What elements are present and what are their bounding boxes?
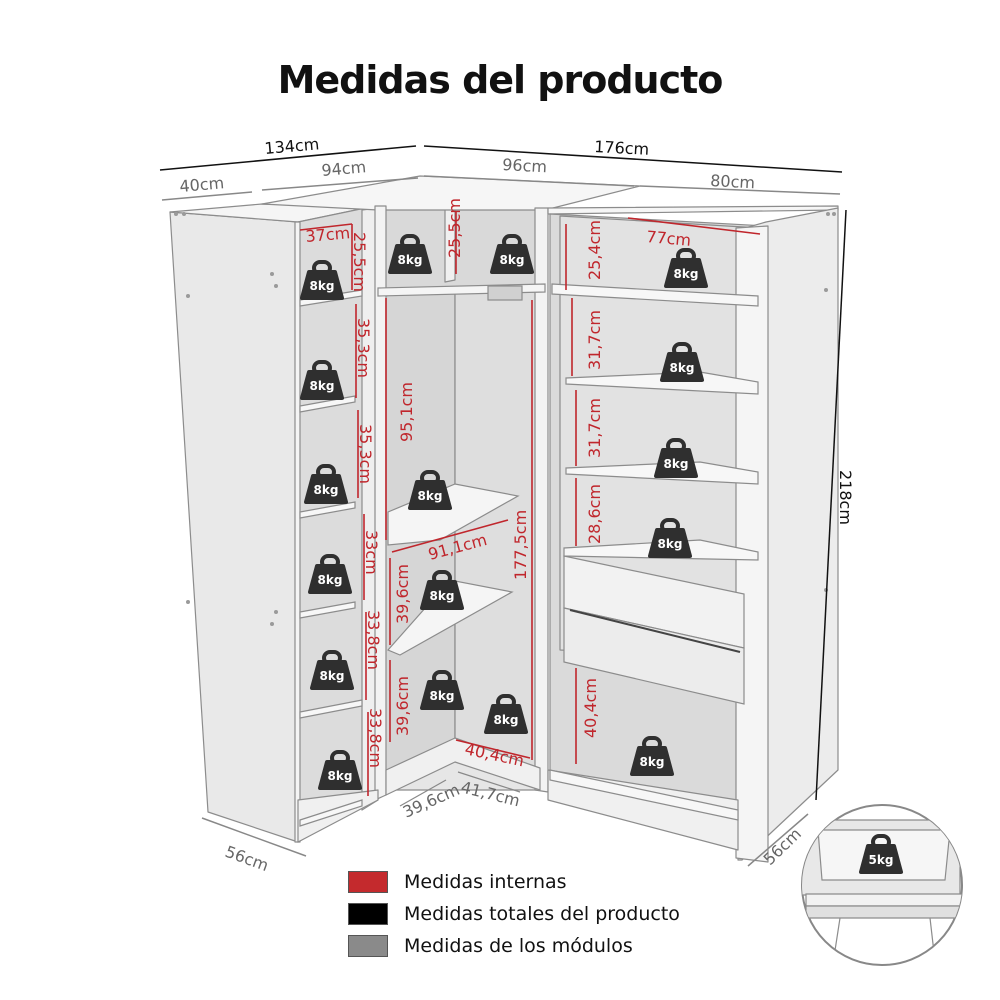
- weight-icon: 8kg: [660, 342, 704, 382]
- weight-icon: 8kg: [654, 438, 698, 478]
- weight-icon: 8kg: [408, 470, 452, 510]
- corner-h1-label: 39,6cm: [393, 564, 412, 624]
- drawers: [563, 555, 745, 705]
- legend-swatch-black: [348, 903, 388, 925]
- svg-text:8kg: 8kg: [320, 669, 345, 683]
- svg-text:8kg: 8kg: [658, 537, 683, 551]
- right-shelf-width-label: 77cm: [646, 227, 692, 250]
- legend-label: Medidas totales del producto: [404, 903, 680, 925]
- svg-text:5kg: 5kg: [869, 853, 894, 867]
- weight-icon: 8kg: [300, 360, 344, 400]
- svg-text:8kg: 8kg: [664, 457, 689, 471]
- left-top-height-label: 25,5cm: [350, 232, 369, 292]
- weight-icon: 8kg: [490, 234, 534, 274]
- weight-icon: 8kg: [630, 736, 674, 776]
- weight-icon: 8kg: [484, 694, 528, 734]
- right-h2-label: 31,7cm: [585, 310, 604, 370]
- weight-icons: 8kg 8kg 8kg 8kg 8kg 8kg 8kg 8kg 8kg 8kg …: [300, 234, 708, 790]
- weight-icon: 8kg: [318, 750, 362, 790]
- weight-icon: 8kg: [420, 570, 464, 610]
- module-left-main-label: 94cm: [321, 157, 367, 180]
- weight-icon: 8kg: [388, 234, 432, 274]
- measure-lines: [399, 771, 521, 807]
- svg-text:8kg: 8kg: [314, 483, 339, 497]
- legend-item-total: Medidas totales del producto: [348, 898, 680, 930]
- right-h5-label: 40,4cm: [581, 678, 600, 738]
- left-h1-label: 35,3cm: [354, 318, 373, 378]
- legend-label: Medidas de los módulos: [404, 935, 633, 957]
- svg-text:8kg: 8kg: [418, 489, 443, 503]
- corner-h2-label: 39,6cm: [393, 676, 412, 736]
- left-h4-label: 33,8cm: [364, 610, 383, 670]
- drawer-detail-lens: 5kg: [801, 804, 963, 966]
- depth-left-label: 56cm: [223, 842, 272, 875]
- weight-icon: 8kg: [664, 248, 708, 288]
- svg-text:8kg: 8kg: [430, 689, 455, 703]
- svg-text:8kg: 8kg: [310, 379, 335, 393]
- left-h3-label: 33cm: [362, 530, 381, 575]
- dimension-lines: [159, 145, 847, 867]
- page-title: Medidas del producto: [277, 58, 724, 102]
- svg-text:8kg: 8kg: [430, 589, 455, 603]
- internal-dimension-lines: [299, 212, 761, 796]
- total-left-width-label: 134cm: [264, 134, 320, 158]
- svg-text:8kg: 8kg: [674, 267, 699, 281]
- legend-label: Medidas internas: [404, 871, 567, 893]
- drawer-weight-icon: 5kg: [859, 834, 903, 874]
- total-height-label: 218cm: [836, 470, 855, 525]
- legend-item-internal: Medidas internas: [348, 866, 680, 898]
- svg-text:8kg: 8kg: [398, 253, 423, 267]
- right-h3-label: 31,7cm: [585, 398, 604, 458]
- left-h2-label: 35,3cm: [356, 424, 375, 484]
- legend-item-modules: Medidas de los módulos: [348, 930, 680, 962]
- legend-swatch-red: [348, 871, 388, 893]
- weight-icon: 8kg: [308, 554, 352, 594]
- corner-total-height-label: 177,5cm: [511, 510, 530, 580]
- corner-top-height-label: 25,5cm: [445, 198, 464, 258]
- svg-text:8kg: 8kg: [328, 769, 353, 783]
- weight-icon: 8kg: [300, 260, 344, 300]
- svg-text:8kg: 8kg: [670, 361, 695, 375]
- svg-text:8kg: 8kg: [640, 755, 665, 769]
- module-right-label: 80cm: [710, 171, 756, 192]
- corner-shelves: [377, 283, 546, 656]
- weight-icon: 8kg: [648, 518, 692, 558]
- module-left-end-label: 40cm: [179, 173, 225, 196]
- dimension-labels: 134cm 176cm 218cm 56cm 56cm 40cm 94cm 96…: [179, 134, 855, 875]
- legend-swatch-gray: [348, 935, 388, 957]
- left-shelf-width-label: 37cm: [305, 223, 351, 246]
- legend: Medidas internas Medidas totales del pro…: [348, 866, 680, 962]
- right-h1-label: 25,4cm: [585, 220, 604, 280]
- corner-hang-height-label: 95,1cm: [397, 382, 416, 442]
- svg-text:8kg: 8kg: [500, 253, 525, 267]
- weight-icon: 8kg: [420, 670, 464, 710]
- svg-text:8kg: 8kg: [318, 573, 343, 587]
- module-corner-label: 96cm: [502, 155, 548, 176]
- total-right-width-label: 176cm: [594, 137, 650, 159]
- weight-icon: 8kg: [304, 464, 348, 504]
- right-h4-label: 28,6cm: [585, 484, 604, 544]
- svg-text:8kg: 8kg: [494, 713, 519, 727]
- left-h5-label: 33,8cm: [366, 708, 385, 768]
- svg-text:8kg: 8kg: [310, 279, 335, 293]
- weight-icon: 8kg: [310, 650, 354, 690]
